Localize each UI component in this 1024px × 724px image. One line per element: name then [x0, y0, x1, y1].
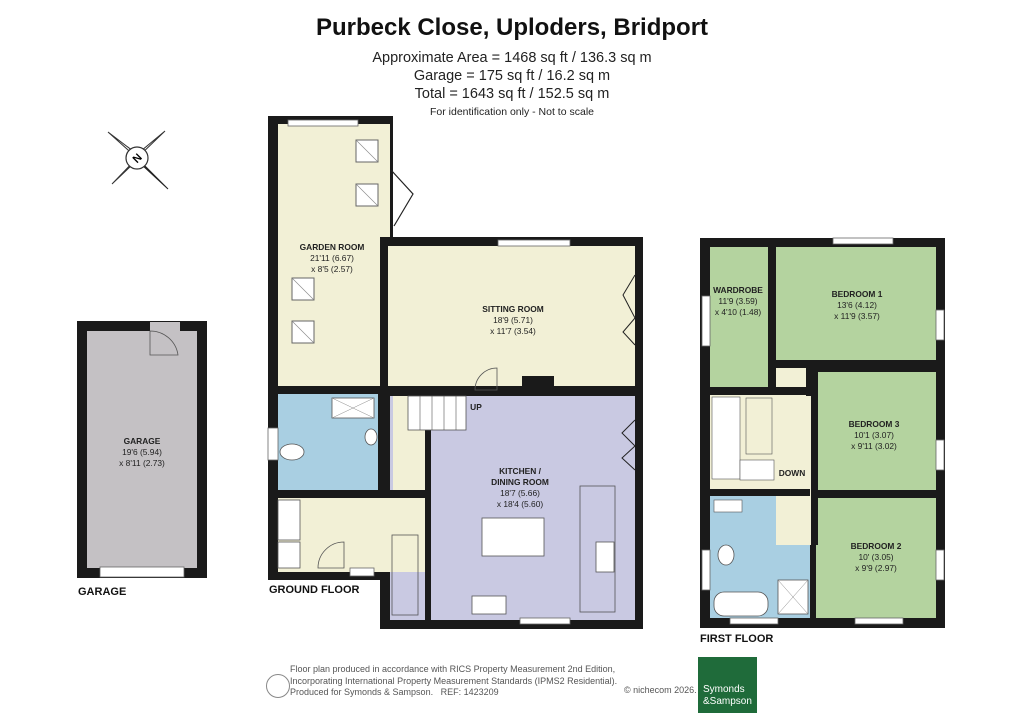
garage-block: [77, 321, 207, 578]
svg-text:KITCHEN /: KITCHEN /: [499, 466, 542, 476]
svg-text:BEDROOM 2: BEDROOM 2: [851, 541, 902, 551]
room-label-kitchen: KITCHEN / DINING ROOM 18'7 (5.66) x 18'4…: [491, 466, 549, 509]
footer-copyright: © nichecom 2026.: [624, 685, 697, 695]
svg-text:18'9 (5.71): 18'9 (5.71): [493, 315, 533, 325]
svg-text:x 9'9 (2.97): x 9'9 (2.97): [855, 563, 897, 573]
scale-note: For identification only - Not to scale: [430, 106, 594, 118]
svg-text:SITTING ROOM: SITTING ROOM: [482, 304, 543, 314]
room-label-garage: GARAGE 19'6 (5.94) x 8'11 (2.73): [119, 436, 165, 468]
room-label-garden: GARDEN ROOM 21'11 (6.67) x 8'5 (2.57): [300, 242, 365, 274]
room-label-sitting: SITTING ROOM 18'9 (5.71) x 11'7 (3.54): [482, 304, 543, 336]
svg-text:19'6 (5.94): 19'6 (5.94): [122, 447, 162, 457]
svg-text:DINING ROOM: DINING ROOM: [491, 477, 549, 487]
svg-text:WARDROBE: WARDROBE: [713, 285, 763, 295]
floor-label-garage: GARAGE: [78, 586, 126, 598]
footer-ref: REF: 1423209: [440, 687, 499, 697]
footer-text: Floor plan produced in accordance with R…: [290, 664, 617, 699]
footer-line-3: Produced for Symonds & Sampson. REF: 142…: [290, 687, 499, 697]
svg-text:BEDROOM 1: BEDROOM 1: [832, 289, 883, 299]
garage-area: Garage = 175 sq ft / 16.2 sq m: [413, 68, 611, 84]
footer-line-1: Floor plan produced in accordance with R…: [290, 664, 616, 674]
room-label-wardrobe: WARDROBE 11'9 (3.59) x 4'10 (1.48): [713, 285, 763, 317]
svg-text:10' (3.05): 10' (3.05): [858, 552, 893, 562]
rics-icon: [266, 674, 290, 698]
svg-text:10'1 (3.07): 10'1 (3.07): [854, 430, 894, 440]
svg-text:x 4'10 (1.48): x 4'10 (1.48): [715, 307, 762, 317]
svg-text:x 8'11 (2.73): x 8'11 (2.73): [119, 458, 165, 468]
svg-text:11'9 (3.59): 11'9 (3.59): [718, 296, 757, 306]
approx-area: Approximate Area = 1468 sq ft / 136.3 sq…: [372, 50, 652, 66]
brand-logo: Symonds &Sampson: [698, 657, 757, 713]
footer-line-2: Incorporating International Property Mea…: [290, 675, 618, 686]
svg-text:18'7 (5.66): 18'7 (5.66): [500, 488, 540, 498]
svg-text:x 9'11 (3.02): x 9'11 (3.02): [851, 441, 897, 451]
brand-line-2: &Sampson: [703, 696, 752, 707]
svg-text:x 8'5 (2.57): x 8'5 (2.57): [311, 264, 353, 274]
floor-label-first: FIRST FLOOR: [700, 633, 773, 645]
room-label-bedroom-1: BEDROOM 1 13'6 (4.12) x 11'9 (3.57): [832, 289, 883, 321]
svg-text:GARDEN ROOM: GARDEN ROOM: [300, 242, 365, 252]
first-floor: [700, 237, 945, 628]
svg-text:21'11 (6.67): 21'11 (6.67): [310, 253, 354, 263]
svg-text:BEDROOM 3: BEDROOM 3: [849, 419, 900, 429]
compass-icon: N: [107, 130, 169, 190]
svg-text:GARAGE: GARAGE: [124, 436, 161, 446]
stairs-down-label: DOWN: [779, 468, 806, 478]
floor-label-ground: GROUND FLOOR: [269, 584, 359, 596]
svg-text:x 18'4 (5.60): x 18'4 (5.60): [497, 499, 544, 509]
plan-title: Purbeck Close, Uploders, Bridport: [315, 14, 709, 41]
room-label-bedroom-2: BEDROOM 2 10' (3.05) x 9'9 (2.97): [851, 541, 902, 573]
svg-text:x 11'7 (3.54): x 11'7 (3.54): [490, 326, 536, 336]
svg-text:x 11'9 (3.57): x 11'9 (3.57): [834, 311, 880, 321]
brand-line-1: Symonds: [703, 684, 745, 695]
svg-text:13'6 (4.12): 13'6 (4.12): [837, 300, 877, 310]
ground-floor: [267, 116, 643, 629]
total-area: Total = 1643 sq ft / 152.5 sq m: [414, 86, 610, 102]
room-label-bedroom-3: BEDROOM 3 10'1 (3.07) x 9'11 (3.02): [849, 419, 900, 451]
stairs-up-label: UP: [470, 402, 482, 412]
